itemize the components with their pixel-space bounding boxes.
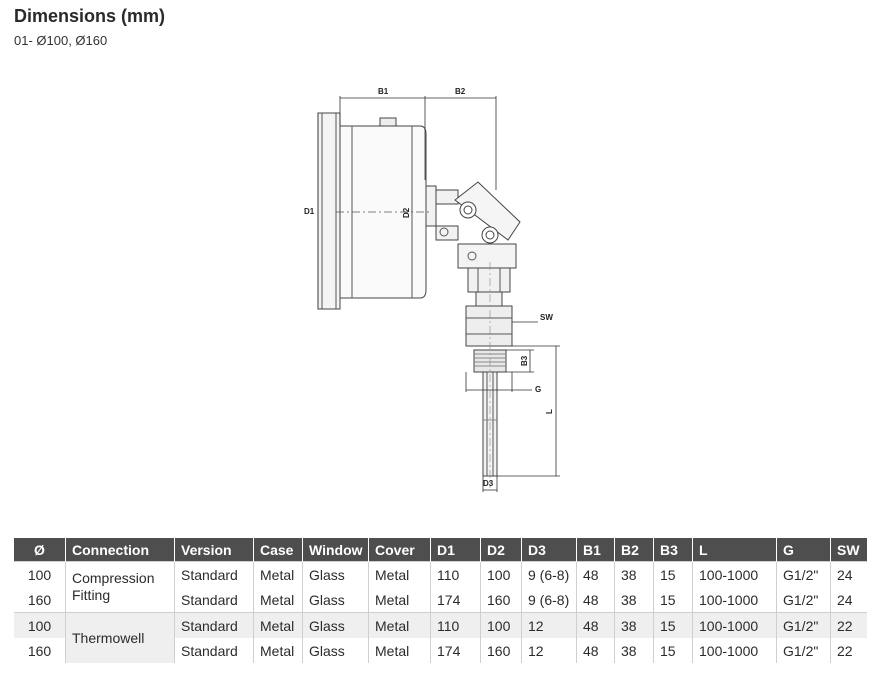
cell-version: Standard [174, 561, 254, 587]
table-header-row: Ø Connection Version Case Window Cover D… [14, 538, 867, 562]
col-header-connection: Connection [65, 538, 175, 562]
cell-g: G1/2" [776, 587, 831, 613]
cell-g: G1/2" [776, 638, 831, 663]
cell-l: 100-1000 [692, 638, 777, 663]
cell-l: 100-1000 [692, 587, 777, 613]
cell-b3: 15 [653, 612, 693, 638]
cell-case: Metal [253, 612, 303, 638]
cell-window: Glass [302, 638, 369, 663]
label-b3: B3 [520, 355, 529, 366]
cell-b1: 48 [576, 561, 615, 587]
col-header-b2: B2 [614, 538, 654, 562]
cell-b3: 15 [653, 561, 693, 587]
col-header-g: G [776, 538, 831, 562]
cell-cover: Metal [368, 638, 431, 663]
cell-b3: 15 [653, 587, 693, 613]
col-header-version: Version [174, 538, 254, 562]
cell-window: Glass [302, 561, 369, 587]
cell-d3: 9 (6-8) [521, 587, 577, 613]
cell-cover: Metal [368, 587, 431, 613]
cell-g: G1/2" [776, 561, 831, 587]
table-row: 100 Thermowell Standard Metal Glass Meta… [14, 612, 867, 663]
cell-sw: 22 [830, 612, 867, 638]
gauge-bezel [317, 112, 341, 310]
cell-g: G1/2" [776, 612, 831, 638]
cell-d1: 174 [430, 638, 481, 663]
cell-b3: 15 [653, 638, 693, 663]
col-header-diameter: Ø [14, 538, 66, 562]
cell-l: 100-1000 [692, 561, 777, 587]
cell-sw: 24 [830, 587, 867, 613]
col-header-window: Window [302, 538, 369, 562]
table-row: 160 Standard Metal Glass Metal 174 160 1… [14, 638, 867, 663]
cell-connection: Compression Fitting [65, 561, 175, 613]
cell-b2: 38 [614, 638, 654, 663]
col-header-sw: SW [830, 538, 867, 562]
cell-d1: 174 [430, 587, 481, 613]
cell-sw: 24 [830, 561, 867, 587]
label-b1: B1 [378, 87, 389, 96]
cell-version: Standard [174, 587, 254, 613]
cell-version: Standard [174, 638, 254, 663]
cell-b2: 38 [614, 612, 654, 638]
cell-b1: 48 [576, 612, 615, 638]
cell-case: Metal [253, 587, 303, 613]
cell-d2: 160 [480, 587, 522, 613]
label-b2: B2 [455, 87, 466, 96]
col-header-case: Case [253, 538, 303, 562]
page-title: Dimensions (mm) [14, 6, 166, 26]
cell-sw: 22 [830, 638, 867, 663]
dimension-drawing: B1 B2 D1 D2 SW B3 G L D3 [304, 87, 560, 492]
cell-case: Metal [253, 561, 303, 587]
cell-diameter: 160 [27, 591, 52, 608]
cell-d2: 100 [480, 561, 522, 587]
cell-version: Standard [174, 612, 254, 638]
cell-connection: Thermowell [65, 612, 175, 663]
cell-diameter: 100 [14, 561, 66, 587]
cell-d3: 12 [521, 612, 577, 638]
cell-cover: Metal [368, 561, 431, 587]
cell-d3: 9 (6-8) [521, 561, 577, 587]
cell-window: Glass [302, 587, 369, 613]
cell-b2: 38 [614, 587, 654, 613]
col-header-b1: B1 [576, 538, 615, 562]
vent-plug [379, 117, 397, 127]
cell-diameter: 160 [27, 642, 52, 659]
label-d3: D3 [483, 479, 494, 488]
table-row: 160 Standard Metal Glass Metal 174 160 9… [14, 587, 867, 613]
label-g: G [535, 385, 541, 394]
col-header-d3: D3 [521, 538, 577, 562]
gauge-case [339, 125, 427, 299]
col-header-cover: Cover [368, 538, 431, 562]
cell-d3: 12 [521, 638, 577, 663]
col-header-d1: D1 [430, 538, 481, 562]
cell-d2: 160 [480, 638, 522, 663]
label-d2: D2 [402, 207, 411, 218]
col-header-l: L [692, 538, 777, 562]
col-header-d2: D2 [480, 538, 522, 562]
cell-l: 100-1000 [692, 612, 777, 638]
page-subtitle: 01- Ø100, Ø160 [14, 33, 108, 48]
cell-cover: Metal [368, 612, 431, 638]
cell-d1: 110 [430, 612, 481, 638]
cell-case: Metal [253, 638, 303, 663]
cell-b2: 38 [614, 561, 654, 587]
col-header-b3: B3 [653, 538, 693, 562]
table-row: 100 Compression Fitting Standard Metal G… [14, 561, 867, 613]
dimensions-table: Ø Connection Version Case Window Cover D… [14, 538, 867, 663]
cell-window: Glass [302, 612, 369, 638]
label-sw: SW [540, 313, 553, 322]
cell-b1: 48 [576, 587, 615, 613]
cell-diameter: 100 [14, 612, 66, 638]
label-d1: D1 [304, 207, 315, 216]
cell-d2: 100 [480, 612, 522, 638]
cell-b1: 48 [576, 638, 615, 663]
label-l: L [545, 409, 554, 414]
cell-d1: 110 [430, 561, 481, 587]
